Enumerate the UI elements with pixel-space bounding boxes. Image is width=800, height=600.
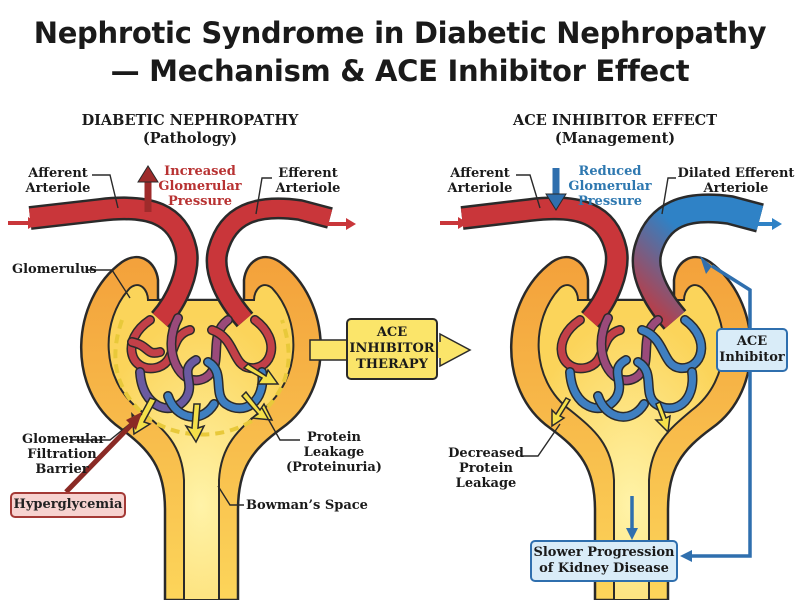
ace-inhibitor-box: ACE Inhibitor [716,328,788,372]
glomerulus-label: Glomerulus [12,262,97,277]
bowmans-space-label: Bowman’s Space [246,498,368,513]
left-filtration-barrier-line [113,319,291,437]
right-efferent-arteriole-vessel [634,195,764,329]
diagram-title: Nephrotic Syndrome in Diabetic Nephropat… [0,14,800,90]
title-line-2: — Mechanism & ACE Inhibitor Effect [110,54,690,88]
left-panel-subheader: (Pathology) [142,130,238,147]
title-line-1: Nephrotic Syndrome in Diabetic Nephropat… [33,16,767,50]
right-panel-subheader: (Management) [554,130,676,147]
right-afferent-label: Afferent Arteriole [447,166,513,196]
left-glomerulus-illustration [8,165,356,600]
right-pressure-label: Reduced Glomerular Pressure [568,164,652,209]
right-panel-header: ACE INHIBITOR EFFECT (Management) [490,112,740,148]
left-pressure-label: Increased Glomerular Pressure [158,164,242,209]
left-efferent-label: Efferent Arteriole [275,166,341,196]
right-efferent-label: Dilated Efferent Arteriole [677,166,795,196]
left-afferent-arteriole-vessel [28,198,197,327]
left-panel-header: DIABETIC NEPHROPATHY (Pathology) [60,112,320,148]
right-glomerulus-illustration [440,168,782,600]
decreased-leakage-label: Decreased Protein Leakage [448,446,524,491]
therapy-arrow [309,332,472,368]
ace-inhibitor-connectors [630,264,752,558]
left-efferent-arteriole-vessel [208,199,333,326]
filtration-barrier-label: Glomerular Filtration Barrier [22,432,106,477]
left-afferent-label: Afferent Arteriole [25,166,91,196]
hyperglycemia-box: Hyperglycemia [10,492,126,518]
outcome-box: Slower Progression of Kidney Disease [530,540,678,582]
ace-inhibitor-therapy-box: ACE INHIBITOR THERAPY [346,318,438,380]
protein-leakage-label: Protein Leakage (Proteinuria) [286,430,382,475]
right-reduced-leak-arrows [551,397,671,434]
